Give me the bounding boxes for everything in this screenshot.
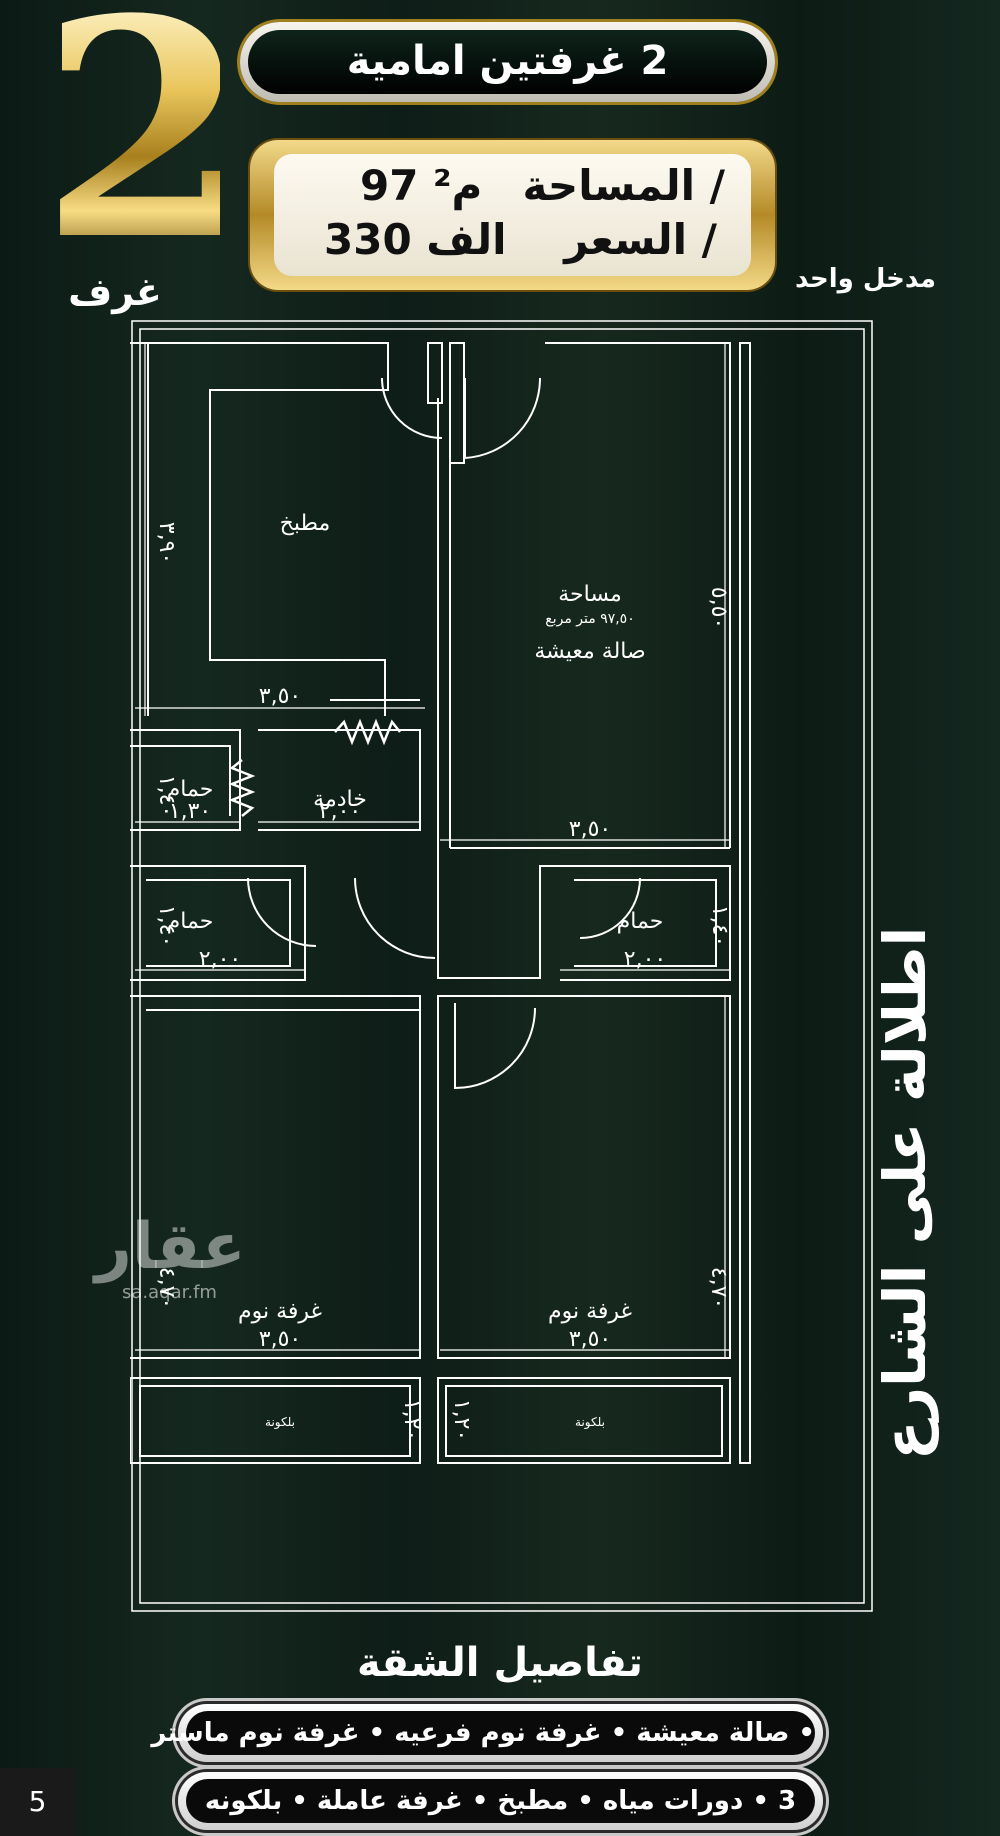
walls	[130, 320, 873, 1612]
entrance-note: مدخل واحد	[795, 264, 936, 294]
details-pill-2: 3 • دورات مياه • مطبخ • غرفة عاملة • بلك…	[178, 1772, 823, 1830]
bedroom-2-width-dim: ٣,٥٠	[569, 1327, 611, 1352]
balcony-2-height-dim: ١,٢٠	[449, 1399, 474, 1441]
maid-room-label: خادمة	[313, 787, 367, 812]
page-number: 5	[0, 1768, 75, 1836]
bedroom-1-height-dim: ٤,٧٠	[154, 1267, 179, 1309]
rooms-number: 2	[40, 0, 249, 280]
dimension-lines	[135, 343, 730, 1463]
price-box-inner: المساحة / 97 م² السعر / 330 الف	[274, 154, 751, 276]
bedroom-2-label: غرفة نوم	[548, 1299, 632, 1324]
balcony-1-label: بلكونة	[265, 1415, 295, 1430]
balcony-1-height-dim: ١,٢٠	[399, 1399, 424, 1441]
bath-2-width-dim: ٢,٠٠	[199, 947, 241, 972]
living-area-label: مساحة	[558, 582, 622, 607]
title-bar: 2 غرفتين امامية	[240, 22, 775, 102]
living-width-dim: ٣,٥٠	[569, 817, 611, 842]
floor-plan: مطبخ مساحة ٩٧,٥٠ متر مربع صالة معيشة حما…	[130, 320, 873, 1612]
bath-1-label: حمام	[167, 777, 214, 802]
bedroom-1-width-dim: ٣,٥٠	[259, 1327, 301, 1352]
details-line-1: • صالة معيشة • غرفة نوم فرعيه • غرفة نوم…	[151, 1711, 815, 1755]
living-label: صالة معيشة	[534, 639, 645, 664]
bedroom-1-label: غرفة نوم	[238, 1299, 322, 1324]
bath-2-label: حمام	[167, 909, 214, 934]
area-value: 97 م²	[360, 161, 483, 210]
sliding-doors	[228, 718, 401, 817]
price-label: السعر /	[564, 215, 717, 264]
details-pill-1: • صالة معيشة • غرفة نوم فرعيه • غرفة نوم…	[151, 1704, 823, 1762]
living-area-value: ٩٧,٥٠ متر مربع	[545, 611, 634, 627]
bath-2-height-dim: ١,٤٠	[154, 905, 179, 947]
area-label: المساحة /	[522, 161, 725, 210]
price-box: المساحة / 97 م² السعر / 330 الف	[250, 140, 775, 290]
page-title: 2 غرفتين امامية	[248, 30, 767, 94]
watermark-url: sa.aqar.fm	[122, 1282, 217, 1303]
balcony-2-label: بلكونة	[575, 1415, 605, 1430]
details-line-2: 3 • دورات مياه • مطبخ • غرفة عاملة • بلك…	[186, 1779, 815, 1823]
bedroom-2-height-dim: ٤,٧٠	[706, 1267, 731, 1309]
kitchen-label: مطبخ	[280, 511, 331, 536]
bath-3-width-dim: ٢,٠٠	[624, 947, 666, 972]
bath-3-height-dim: ١,٤٠	[707, 905, 732, 947]
maid-width-dim: ٢,٠٠	[319, 799, 361, 824]
rooms-word: غرف	[68, 270, 162, 314]
details-title: تفاصيل الشقة	[357, 1640, 643, 1686]
price-value: 330 الف	[324, 215, 507, 264]
bath-3-label: حمام	[617, 909, 664, 934]
bath-1-height-dim: ١,٤٠	[154, 775, 179, 817]
kitchen-width-dim: ٣,٥٠	[259, 684, 301, 709]
watermark-logo: عقار	[95, 1210, 246, 1284]
kitchen-height-dim: ٣,٩٠	[154, 522, 179, 564]
street-view-note: اطلالة على الشارع	[871, 926, 939, 1460]
door-swings	[247, 377, 641, 1090]
bath-1-width-dim: ١,٣٠	[169, 799, 211, 824]
living-height-dim: ٥,٥٠	[706, 587, 731, 629]
